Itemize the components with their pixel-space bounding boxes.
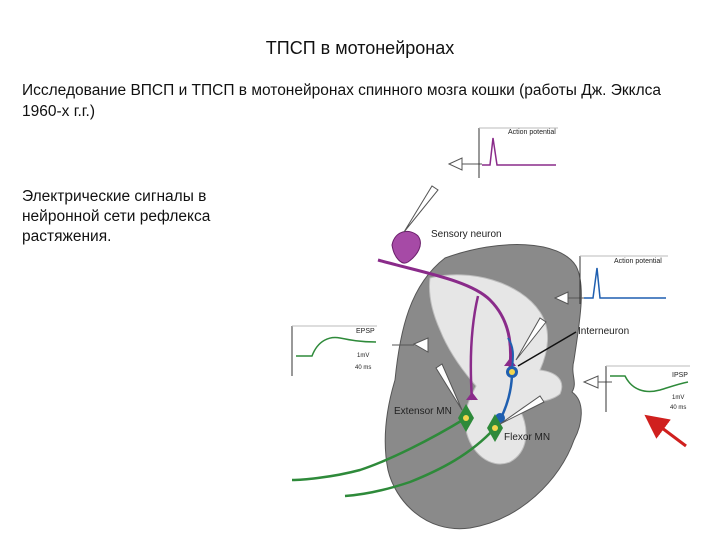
- sensory-ap-label: Action potential: [508, 129, 556, 136]
- flexor-mn-label: Flexor MN: [504, 432, 550, 443]
- extensor-mn-label: Extensor MN: [394, 406, 452, 417]
- sensory-terminal-extensor: [466, 392, 478, 400]
- sensory-neuron-label: Sensory neuron: [431, 229, 502, 240]
- extensor-mn-nucleus: [463, 415, 469, 421]
- side-text: Электрические сигналы в нейронной сети р…: [22, 188, 211, 245]
- interneuron-ap-label: Action potential: [614, 258, 662, 265]
- interneuron-label: Interneuron: [578, 326, 629, 337]
- electrode-sensory: [403, 157, 482, 233]
- ipsp-scale-ms: 40 ms: [670, 405, 686, 411]
- electrode-interneuron: [515, 291, 586, 361]
- ipsp-scale-mv: 1mV: [672, 395, 684, 401]
- slide-title: ТПСП в мотонейронах: [265, 38, 455, 58]
- sensory-branch-extensor: [469, 295, 480, 401]
- gray-matter: [429, 274, 563, 465]
- epsp-trace: EPSP 1mV 40 ms: [291, 325, 377, 376]
- flexor-mn-nucleus: [492, 425, 498, 431]
- electrode-flexor: [499, 375, 612, 425]
- interneuron-ap-trace: Action potential: [579, 255, 668, 304]
- flexor-mn-axon: [344, 427, 496, 498]
- sensory-ap-trace: Action potential: [478, 127, 558, 178]
- interneuron-pointer: [517, 331, 577, 367]
- ipsp-trace: IPSP 1mV 40 ms: [605, 365, 690, 412]
- epsp-scale-ms: 40 ms: [355, 365, 371, 371]
- epsp-scale-mv: 1mV: [357, 353, 369, 359]
- sensory-cell-body: [391, 230, 421, 264]
- ipsp-label: IPSP: [672, 372, 688, 379]
- inhibitory-synapse: [509, 369, 515, 375]
- red-arrow: [644, 414, 687, 448]
- epsp-label: EPSP: [356, 328, 375, 335]
- extensor-mn-axon: [291, 416, 467, 482]
- electrode-extensor: [392, 337, 463, 411]
- intro-text: Исследование ВПСП и ТПСП в мотонейронах …: [22, 82, 661, 120]
